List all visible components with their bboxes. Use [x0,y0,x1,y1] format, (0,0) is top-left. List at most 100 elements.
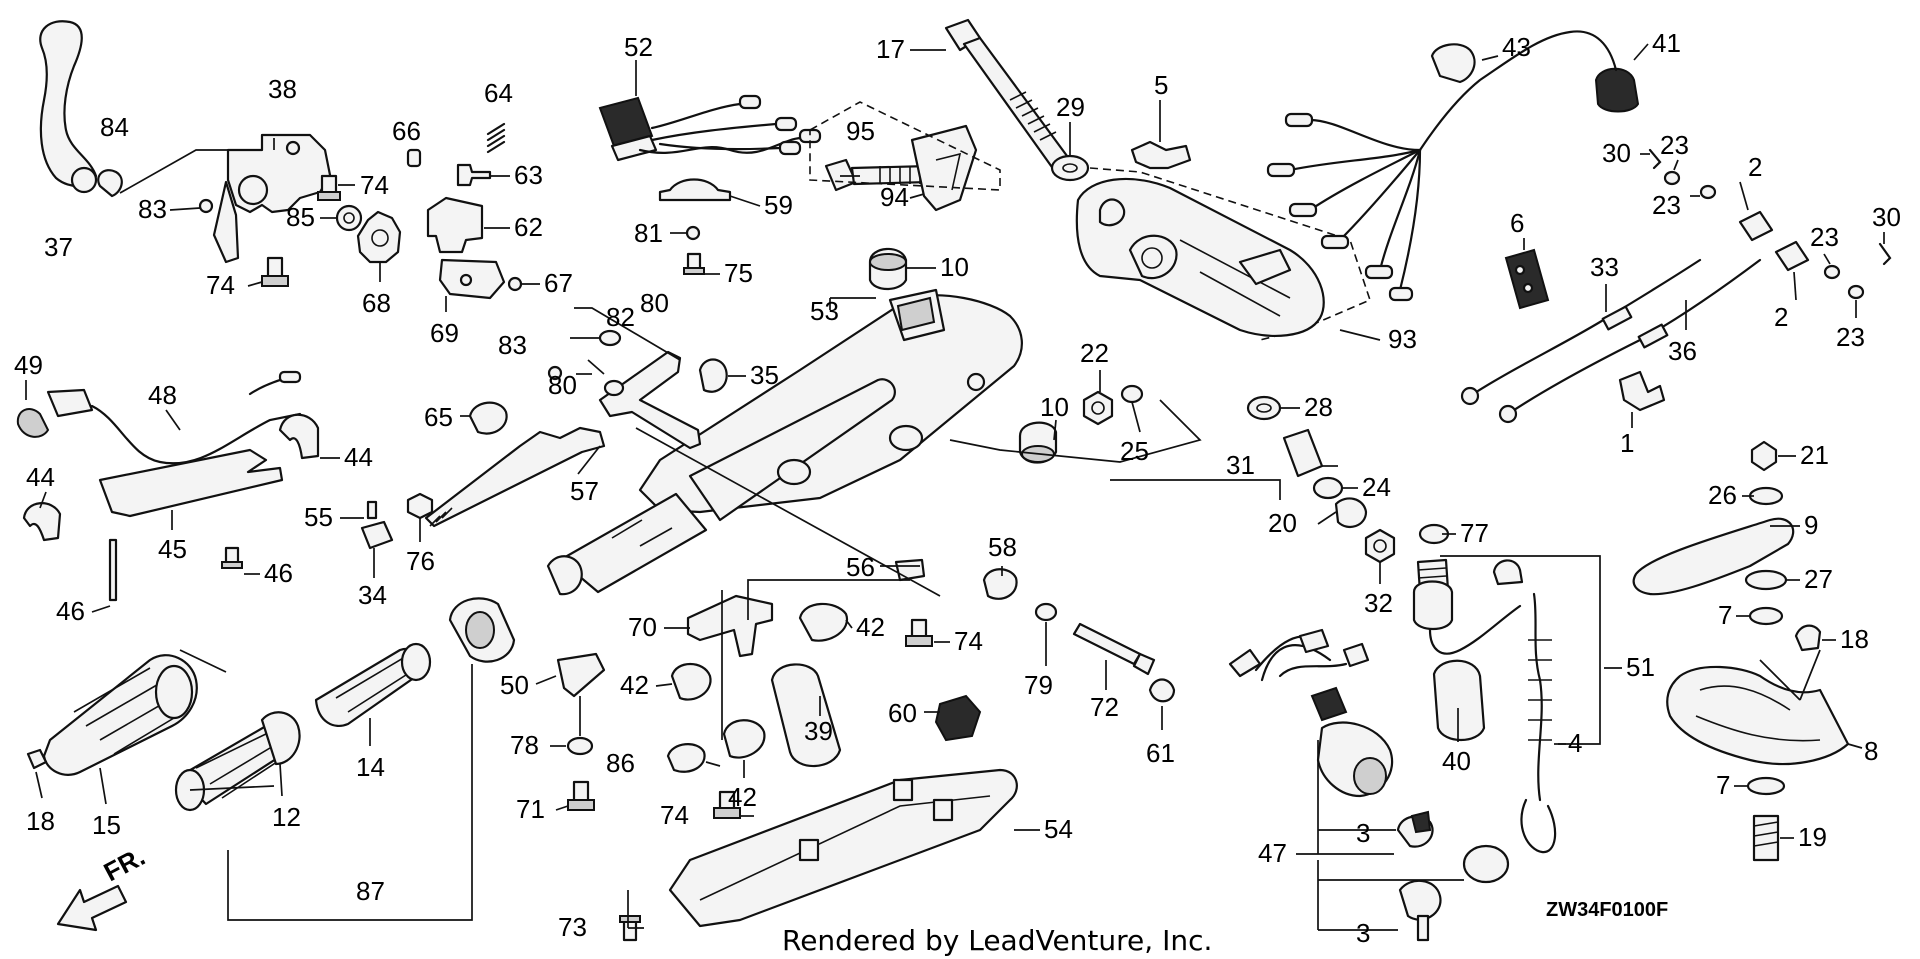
bolt-thread-19 [1753,821,1779,847]
bracket-hole-38 [237,174,269,206]
harness-terminal-a [1284,112,1314,128]
callout-74-mid: 74 [954,626,983,656]
leader-41 [1633,43,1649,61]
cable-end-33 [1460,386,1480,406]
leader-86 [705,761,721,767]
key-3-bottom-blade [1416,914,1430,942]
callout-7-bottom: 7 [1716,770,1730,800]
bolt-72 [1072,622,1142,666]
callout-38: 38 [268,74,297,104]
sleeve-31 [1282,428,1324,478]
leader-42-top [845,619,853,629]
callout-67: 67 [544,268,573,298]
callout-24: 24 [1362,472,1391,502]
harness-terminal-b [1266,162,1296,178]
callout-labels: 1 2 2 3 3 4 5 6 7 7 8 9 10 10 12 14 15 1… [14,28,1901,948]
ring-12 [260,711,301,766]
washer-80b [603,379,625,397]
plug-65 [468,401,508,435]
callout-75: 75 [724,258,753,288]
connector-6 [1504,248,1550,310]
bolt-head-72 [1132,652,1156,676]
washer-81 [685,225,701,241]
leader-71 [555,805,569,811]
parts-artwork [16,18,1892,942]
callout-27: 27 [1804,564,1833,594]
ring-hole-85 [343,212,355,224]
callout-85: 85 [286,202,315,232]
callout-76: 76 [406,546,435,576]
bracket-62 [426,196,484,254]
callout-46-left: 46 [56,596,85,626]
bolt-thread-17 [1009,91,1057,141]
leader-15 [99,767,107,805]
lanyard-loop-4 [1520,798,1557,854]
pulley-68 [356,210,402,264]
clamp-42-bottom [722,719,766,759]
cap-61 [1148,678,1176,703]
collar-34 [360,520,394,550]
callout-37: 37 [44,232,73,262]
callout-44-right: 44 [344,442,373,472]
terminal-52a [738,94,762,110]
harness-41-main [1418,30,1618,152]
tiller-grommet-53b [776,458,812,486]
callout-41: 41 [1652,28,1681,58]
callout-74-left: 74 [206,270,235,300]
callout-12: 12 [272,802,301,832]
callout-23c: 23 [1810,222,1839,252]
bracket-45 [98,448,284,518]
wire-52b [650,122,778,142]
grip-ribs-15 [73,667,185,755]
nut-22 [1082,390,1114,426]
nut-hole-32 [1373,539,1387,553]
callout-59: 59 [764,190,793,220]
leader-84-38 [119,149,240,194]
leader-57 [577,445,601,475]
callout-42-mid: 42 [620,670,649,700]
harness-41-branch-c [1308,148,1422,212]
callout-55: 55 [304,502,333,532]
bracket-50 [556,652,606,698]
bracket-arm-38 [212,180,240,264]
lanyard-coil-4 [1528,639,1552,741]
callout-83-top: 83 [138,194,167,224]
screw-63 [456,163,492,187]
harness-terminal-c [1288,202,1318,218]
callout-50: 50 [500,670,529,700]
terminal-48 [278,370,302,384]
callout-83-bottom: 83 [498,330,527,360]
leader-53-bolt [635,427,941,597]
clamp-43 [1430,43,1476,84]
swivel-boss-93 [1128,234,1178,280]
leader-87-sleeve [189,785,275,791]
front-direction-label: FR. [99,841,150,887]
callout-45: 45 [158,534,187,564]
callout-57: 57 [570,476,599,506]
leader-43 [1481,55,1499,61]
cable-33 [1468,258,1702,398]
leader-83a [169,207,201,211]
callout-65: 65 [424,402,453,432]
spring-64 [486,122,506,154]
grommet-40 [1432,659,1486,741]
callout-66: 66 [392,116,421,146]
washer-23c [1823,264,1841,280]
connector-body-52 [610,134,658,162]
tiller-top-slot-53 [896,296,936,332]
tiller-arm-side-53 [688,378,896,522]
callout-3-top: 3 [1356,818,1370,848]
callout-17: 17 [876,34,905,64]
callout-23b: 23 [1652,190,1681,220]
washer-83b [547,365,563,381]
tiller-shaft-detail-53 [611,519,673,547]
harness-41-branch-d [1338,148,1422,242]
bolt-74-mid [905,618,933,647]
callout-18-right: 18 [1840,624,1869,654]
callout-94: 94 [880,182,909,212]
bolt-74-top [317,174,341,201]
callout-44-left: 44 [26,462,55,492]
callout-21: 21 [1800,440,1829,470]
ignition-connector-47 [1310,686,1348,722]
leader-70-to-56 [747,579,910,620]
